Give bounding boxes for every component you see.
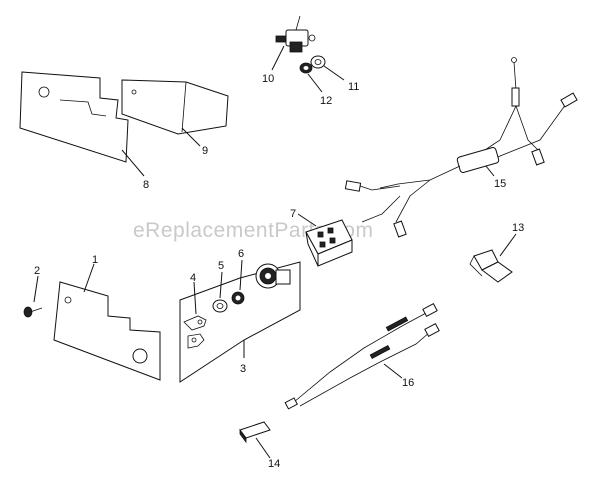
callout-1: 1 bbox=[92, 254, 98, 266]
callout-13: 13 bbox=[512, 222, 524, 234]
part-16-wire bbox=[284, 302, 440, 410]
leader-14 bbox=[255, 437, 271, 459]
part-9-bracket bbox=[121, 79, 229, 135]
callout-12: 12 bbox=[320, 95, 332, 107]
leader-9 bbox=[181, 127, 201, 147]
leader-11 bbox=[323, 65, 345, 81]
leader-2 bbox=[33, 275, 39, 303]
callout-8: 8 bbox=[143, 179, 149, 191]
leader-16 bbox=[383, 363, 403, 379]
part-11-washer bbox=[310, 55, 326, 69]
leader-4 bbox=[193, 281, 197, 315]
leader-13 bbox=[499, 233, 517, 257]
callout-11: 11 bbox=[348, 81, 359, 93]
part-1-plate bbox=[53, 281, 161, 381]
part-3-group-outline bbox=[179, 261, 301, 383]
callout-10: 10 bbox=[262, 73, 274, 85]
leader-12 bbox=[307, 73, 323, 93]
leader-10 bbox=[271, 45, 285, 71]
part-7-connector bbox=[305, 219, 353, 267]
part-4-keys bbox=[183, 315, 207, 349]
callout-7: 7 bbox=[290, 208, 296, 220]
leader-7 bbox=[297, 213, 317, 227]
part-15-wire-harness bbox=[344, 57, 578, 238]
leader-15 bbox=[485, 165, 495, 177]
callout-6: 6 bbox=[238, 248, 244, 260]
callout-15: 15 bbox=[494, 178, 506, 190]
callout-5: 5 bbox=[218, 260, 224, 272]
callout-14: 14 bbox=[268, 458, 280, 470]
leader-6 bbox=[239, 259, 243, 291]
part-3-ignition-switch bbox=[255, 263, 291, 289]
part-13-plug bbox=[469, 249, 513, 283]
part-10-toggle-switch bbox=[275, 15, 316, 53]
leader-8 bbox=[121, 149, 145, 177]
callout-9: 9 bbox=[202, 145, 208, 157]
part-2-screw bbox=[23, 306, 43, 318]
part-6-lockwasher bbox=[231, 291, 245, 305]
callout-4: 4 bbox=[190, 272, 196, 284]
leader-5 bbox=[219, 271, 223, 299]
callout-2: 2 bbox=[34, 265, 40, 277]
callout-16: 16 bbox=[402, 377, 414, 389]
leader-1 bbox=[83, 263, 95, 293]
callout-3: 3 bbox=[240, 363, 246, 375]
part-14-fuse-holder bbox=[239, 421, 271, 444]
part-8-plate bbox=[19, 71, 129, 163]
part-5-nut bbox=[212, 299, 228, 313]
part-12-nut bbox=[299, 62, 313, 74]
